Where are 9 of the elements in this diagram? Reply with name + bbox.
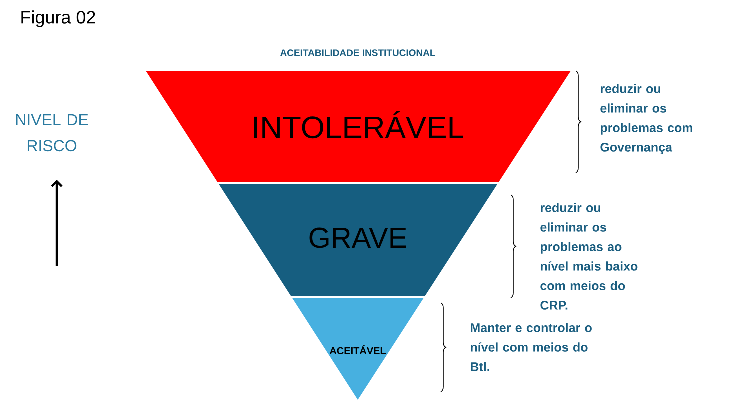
axis-label: NIVEL DE RISCO bbox=[16, 114, 88, 152]
note-text: reduzir ou eliminar os problemas com Governança bbox=[600, 84, 692, 154]
risk-band: GRAVE bbox=[218, 184, 498, 296]
note-text: reduzir ou eliminar os problemas ao nível mais baixo com meios do CRP. bbox=[540, 203, 638, 310]
figure-title: Figura 02 bbox=[22, 10, 96, 28]
risk-band: INTOLERÁVEL bbox=[146, 71, 571, 182]
heading-label: ACEITABILIDADE INSTITUCIONAL bbox=[280, 50, 436, 56]
note-text: Manter e controlar o nível com meios do Btl. bbox=[471, 323, 592, 372]
risk-band: ACEITÁVEL bbox=[292, 298, 424, 400]
